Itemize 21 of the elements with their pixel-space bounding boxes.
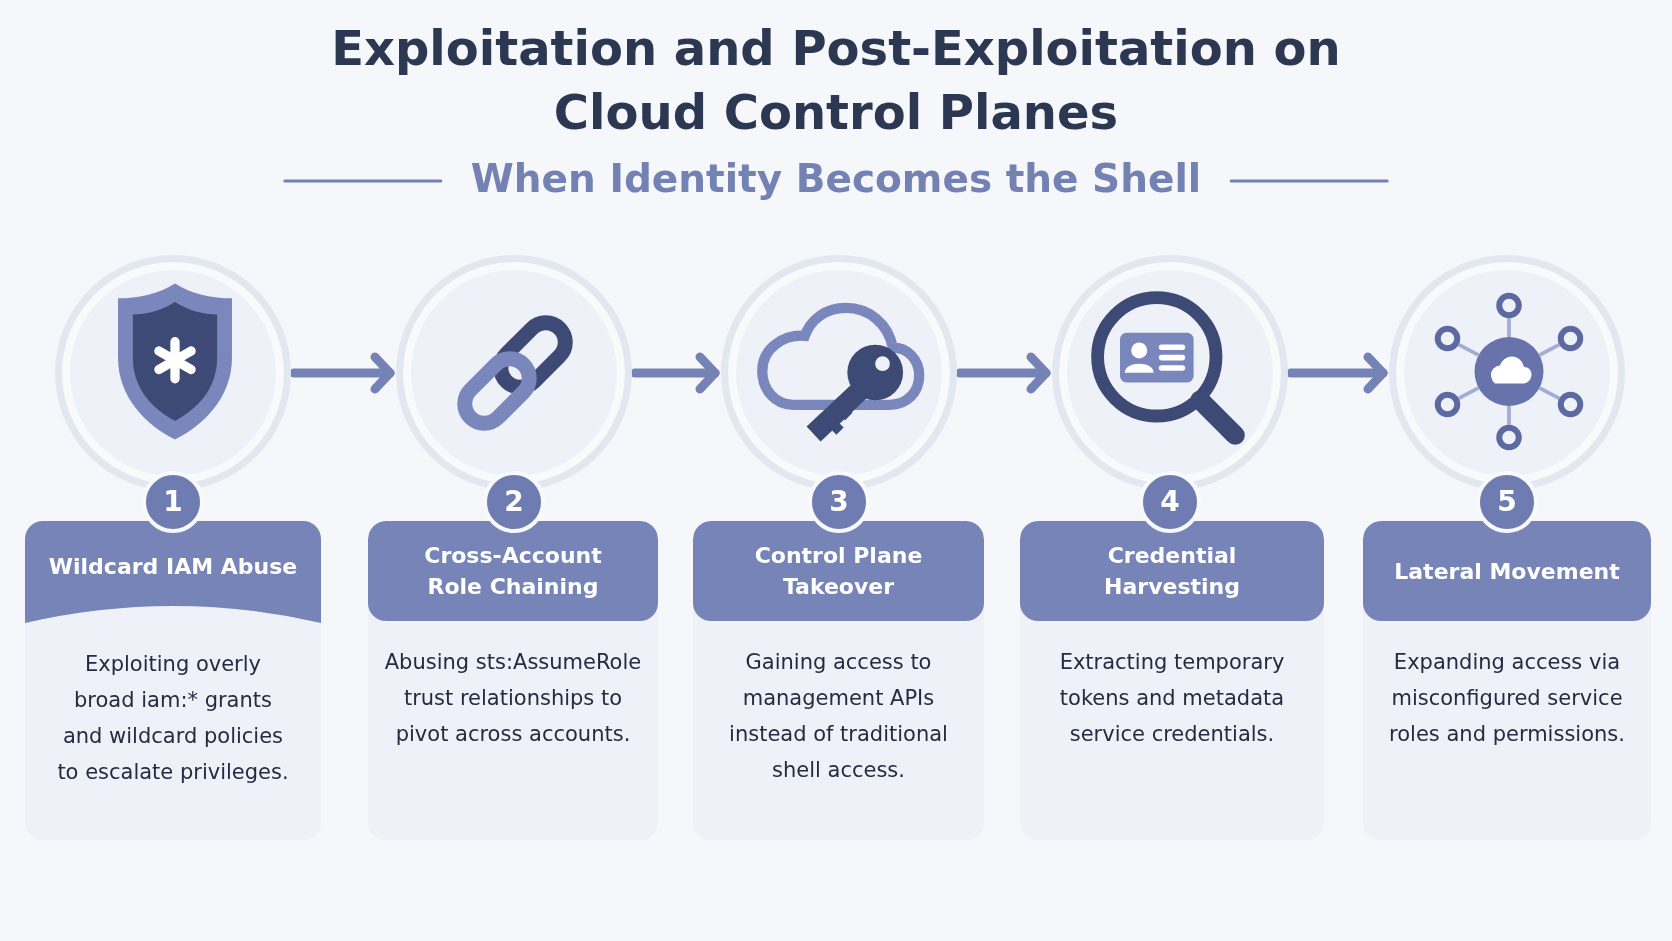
step-card <box>368 521 658 840</box>
step-card <box>693 521 984 840</box>
step-description: Expanding access via misconfigured service roles and permissions. <box>1388 649 1626 748</box>
arrow <box>1286 352 1388 394</box>
step-title: Lateral Movement <box>1393 557 1621 586</box>
step-title: Credential Harvesting <box>1103 542 1241 601</box>
step-description: Extracting temporary tokens and metadata service credentials. <box>1059 649 1285 748</box>
step-description: Abusing sts:AssumeRole trust relationships to pivot across accounts. <box>384 649 642 748</box>
subtitle: When Identity Becomes the Shell <box>470 156 1202 202</box>
step-title: Wildcard IAM Abuse <box>48 552 298 581</box>
step-title: Cross-Account Role Chaining <box>423 542 603 601</box>
step-description: Exploiting overly broad iam:* grants and wildcard policies to escalate privileges. <box>56 651 290 786</box>
step-title: Control Plane Takeover <box>754 542 923 601</box>
arrow <box>289 352 395 394</box>
step-description: Gaining access to management APIs instead of traditional shell access. <box>728 649 949 784</box>
step-card <box>25 521 321 840</box>
step-card <box>1020 521 1324 840</box>
step-card <box>1363 521 1651 840</box>
arrow <box>955 352 1051 394</box>
arrow <box>630 352 720 394</box>
diagram-title: Exploitation and Post-Exploitation on Cloud Control Planes <box>330 19 1342 142</box>
